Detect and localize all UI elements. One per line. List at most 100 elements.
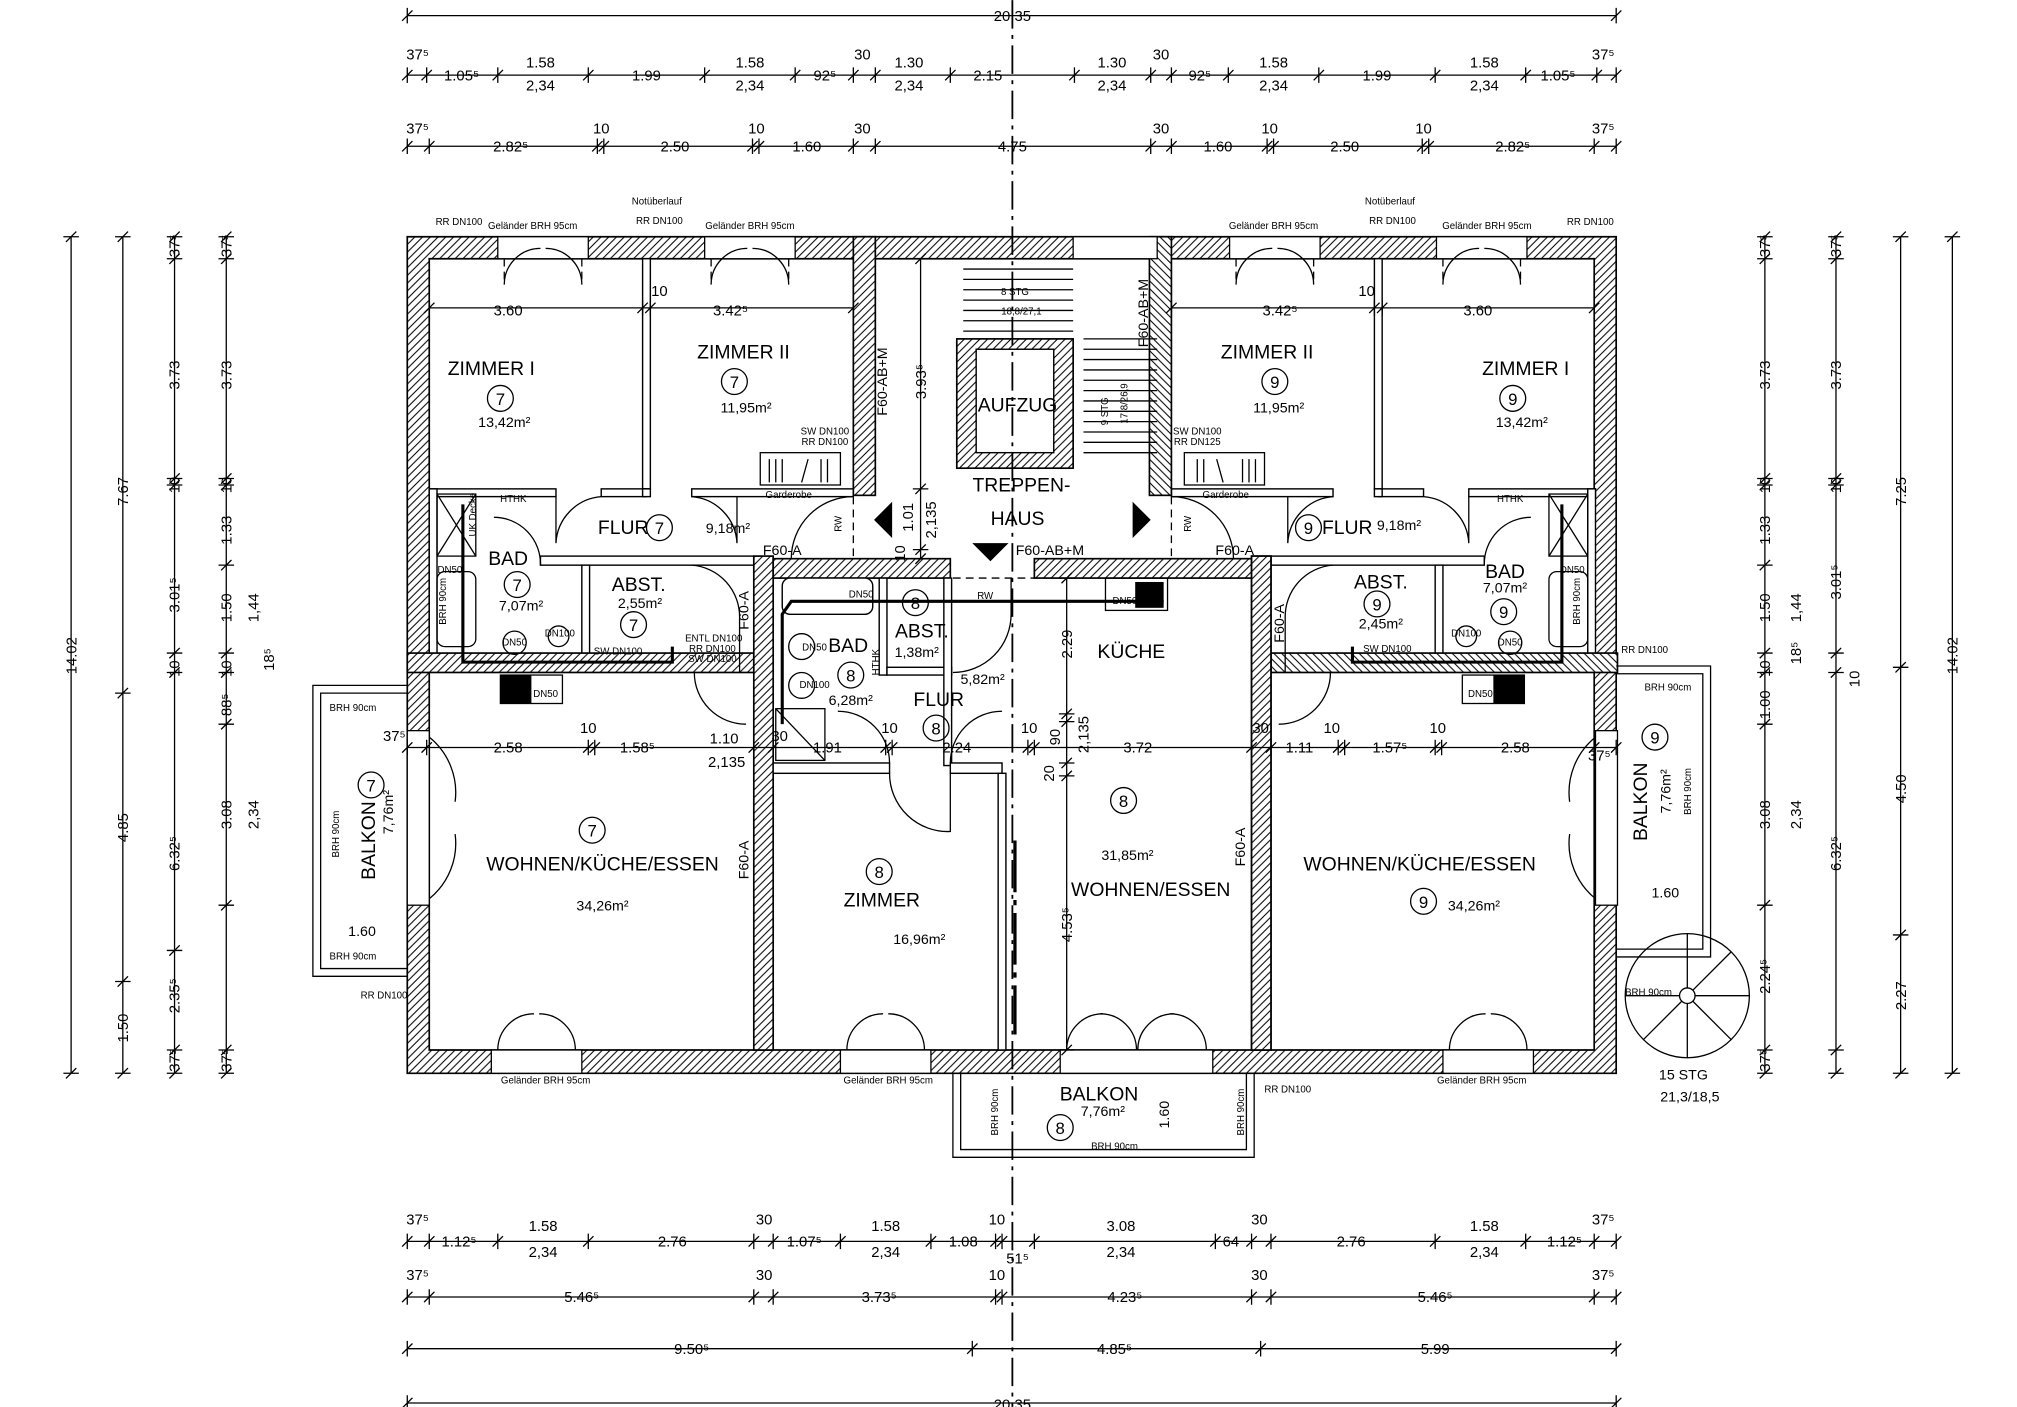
dimension-label: 1,44 — [1789, 593, 1805, 622]
stair-label: HAUS — [991, 508, 1045, 530]
unit-number: 7 — [366, 776, 375, 795]
dimension-tick — [1757, 666, 1773, 679]
dimension-tick — [1828, 647, 1844, 659]
svg-text:Geländer BRH 95cm: Geländer BRH 95cm — [1437, 1076, 1526, 1087]
svg-text:BRH 90cm: BRH 90cm — [1644, 683, 1691, 694]
dimension-tick — [996, 1233, 1008, 1250]
dimension-tick — [1757, 479, 1773, 491]
dimension-tick — [115, 687, 131, 699]
svg-text:Notüberlauf: Notüberlauf — [1365, 196, 1415, 207]
annotations: RR DN100 Geländer BRH 95cm Notüberlauf R… — [330, 196, 1695, 1152]
dimension-tick — [1313, 67, 1325, 83]
unit-number: 9 — [1499, 603, 1508, 622]
dimension-label: 2,135 — [708, 755, 745, 771]
dimension-tick — [1068, 67, 1081, 83]
dimension-label: 1.12⁵ — [1547, 1235, 1582, 1251]
svg-text:RR DN100: RR DN100 — [1369, 216, 1416, 227]
balconies — [312, 665, 1751, 1158]
dimension-label: 2,34 — [529, 1245, 558, 1261]
dimension-tick — [1757, 899, 1773, 911]
svg-text:DN50: DN50 — [438, 565, 463, 576]
dimension-label: 10 — [1847, 671, 1863, 688]
dimension-label: 2.15 — [973, 68, 1002, 84]
dimension-label: 10 — [881, 721, 898, 737]
dimension-tick — [582, 1233, 594, 1250]
dimension-label: 37⁵ — [1592, 48, 1615, 64]
dimension-tick — [748, 1289, 760, 1305]
dimension-tick — [218, 231, 235, 243]
svg-text:DN50: DN50 — [1112, 596, 1137, 607]
dimension-tick — [1222, 67, 1234, 83]
dimension-tick — [880, 739, 892, 756]
dimension-tick — [912, 253, 929, 265]
dimension-tick — [1245, 1233, 1258, 1250]
elevator-label: AUFZUG — [978, 394, 1058, 416]
svg-text:SW DN100: SW DN100 — [594, 646, 643, 657]
dimension-label: 3.08 — [1758, 800, 1774, 829]
dimension-tick — [1610, 1289, 1622, 1305]
dimension-tick — [1828, 472, 1844, 485]
dimension-label: 3.73 — [1829, 361, 1845, 390]
dimension-label: 92⁵ — [814, 68, 837, 84]
dimension-label: 30 — [771, 729, 788, 745]
dimension-label: 1.57⁵ — [1372, 741, 1407, 757]
dimension-label: 1.50 — [1758, 593, 1774, 622]
dimension-label: 10 — [1323, 721, 1340, 737]
dimension-tick — [847, 300, 859, 316]
dimension-tick — [166, 647, 183, 659]
unit-number: 8 — [875, 863, 884, 882]
unit-number: 8 — [1056, 1119, 1065, 1138]
dimension-label: 1.00 — [1758, 690, 1774, 719]
dimension-label: 37⁵ — [1592, 1213, 1615, 1229]
dimension-label: 37⁵ — [1829, 234, 1845, 257]
svg-text:BRH 90cm: BRH 90cm — [1683, 768, 1694, 815]
room-area: 7,76m² — [1081, 1104, 1126, 1120]
dimension-label: 3.42⁵ — [713, 304, 748, 320]
dimension-label: 10 — [219, 660, 235, 677]
dimension-label: 3.01⁵ — [1829, 564, 1845, 599]
room-name: WOHNEN/KÜCHE/ESSEN — [1303, 853, 1536, 875]
room-name: BALKON — [358, 801, 380, 880]
dimension-label: 37⁵ — [168, 1049, 184, 1072]
svg-text:DN50: DN50 — [1560, 565, 1585, 576]
dimension-tick — [912, 483, 929, 495]
dimension-tick — [63, 231, 79, 243]
dimension-label: 37⁵ — [406, 48, 429, 64]
dimension-label: 37⁵ — [1758, 234, 1774, 257]
dimension-label: 2.58 — [1501, 741, 1530, 757]
dimension-tick — [1267, 138, 1280, 154]
dimension-tick — [1828, 1067, 1844, 1079]
dimension-label: 10 — [989, 1213, 1006, 1229]
room-name: KÜCHE — [1097, 641, 1165, 663]
room-name: BAD — [828, 635, 868, 657]
stair-steps: 8 STG — [1001, 287, 1029, 298]
unit-number: 8 — [1119, 792, 1128, 811]
unit-number: 7 — [730, 373, 739, 392]
svg-text:BRH 90cm: BRH 90cm — [990, 1089, 1001, 1136]
dimension-label: 6.32⁵ — [168, 836, 184, 871]
unit-number: 7 — [655, 519, 664, 538]
dimension-label: 3.08 — [219, 800, 235, 829]
dimension-label: 88⁵ — [219, 693, 235, 716]
dimension-label: 2.50 — [660, 139, 689, 155]
dimension-tick — [166, 253, 183, 265]
svg-text:RR DN100: RR DN100 — [801, 437, 848, 448]
dimension-tick — [1416, 138, 1428, 154]
dimension-tick — [912, 553, 929, 565]
svg-text:BRH 90cm: BRH 90cm — [1091, 1142, 1138, 1153]
dimension-label: 2,34 — [247, 800, 263, 829]
dimension-tick — [582, 739, 594, 756]
dimension-tick — [1610, 67, 1622, 83]
svg-text:DN100: DN100 — [545, 628, 576, 639]
dimension-label: 4.23⁵ — [1107, 1290, 1142, 1306]
dimension-tick — [1892, 231, 1909, 243]
dimension-label: 30 — [1252, 721, 1269, 737]
dimension-tick — [1058, 1044, 1075, 1056]
dimension-label: 10 — [1021, 721, 1038, 737]
dimension-tick — [589, 739, 601, 756]
dimension-label: 2.58 — [494, 741, 523, 757]
svg-text:DN50: DN50 — [1498, 637, 1523, 648]
dimension-label: 4.85⁵ — [1097, 1342, 1132, 1358]
dimension-label: 2.82⁵ — [493, 139, 528, 155]
dimension-label: 1.30 — [894, 55, 923, 71]
